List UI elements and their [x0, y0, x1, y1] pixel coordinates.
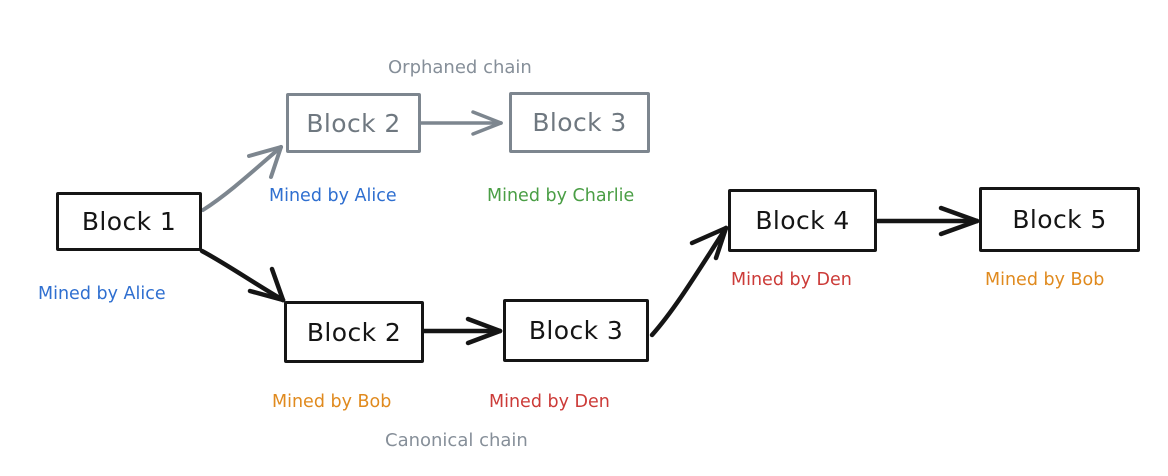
arrow-block4-to-block5 — [875, 205, 980, 237]
arrow-canon-block3-to-block4 — [649, 225, 729, 338]
miner-label-block4: Mined by Den — [731, 270, 852, 290]
arrow-block1-to-canon-block2 — [199, 248, 286, 303]
block-label-canon-block2: Block 2 — [306, 317, 402, 347]
block-label-canon-block3: Block 3 — [528, 316, 624, 345]
miner-label-block1: Mined by Alice — [38, 284, 166, 304]
block-node-block5[interactable]: Block 5 — [979, 187, 1140, 252]
miner-label-block5: Mined by Bob — [985, 270, 1105, 290]
block-node-orphan-block2[interactable]: Block 2 — [286, 93, 421, 153]
block-label-block5: Block 5 — [1012, 205, 1107, 234]
miner-label-canon-block2: Mined by Bob — [272, 392, 392, 412]
miner-label-orphan-block2: Mined by Alice — [269, 186, 397, 206]
canonical-chain-title: Canonical chain — [385, 430, 528, 451]
arrow-block1-to-orphan-block2 — [201, 145, 283, 212]
block-node-orphan-block3[interactable]: Block 3 — [509, 92, 650, 153]
miner-label-orphan-block3: Mined by Charlie — [487, 186, 635, 206]
block-label-block1: Block 1 — [81, 207, 177, 236]
miner-label-canon-block3: Mined by Den — [489, 392, 610, 412]
arrow-canon-block2-to-canon-block3 — [421, 316, 503, 346]
block-label-block4: Block 4 — [755, 206, 850, 235]
block-node-canon-block2[interactable]: Block 2 — [284, 301, 424, 363]
arrow-orphan-block2-to-orphan-block3 — [419, 110, 503, 136]
block-node-block4[interactable]: Block 4 — [728, 189, 877, 252]
block-node-block1[interactable]: Block 1 — [56, 192, 202, 251]
orphaned-chain-title: Orphaned chain — [388, 57, 532, 78]
block-node-canon-block3[interactable]: Block 3 — [503, 299, 649, 362]
block-label-orphan-block3: Block 3 — [532, 108, 627, 137]
block-label-orphan-block2: Block 2 — [306, 108, 401, 138]
